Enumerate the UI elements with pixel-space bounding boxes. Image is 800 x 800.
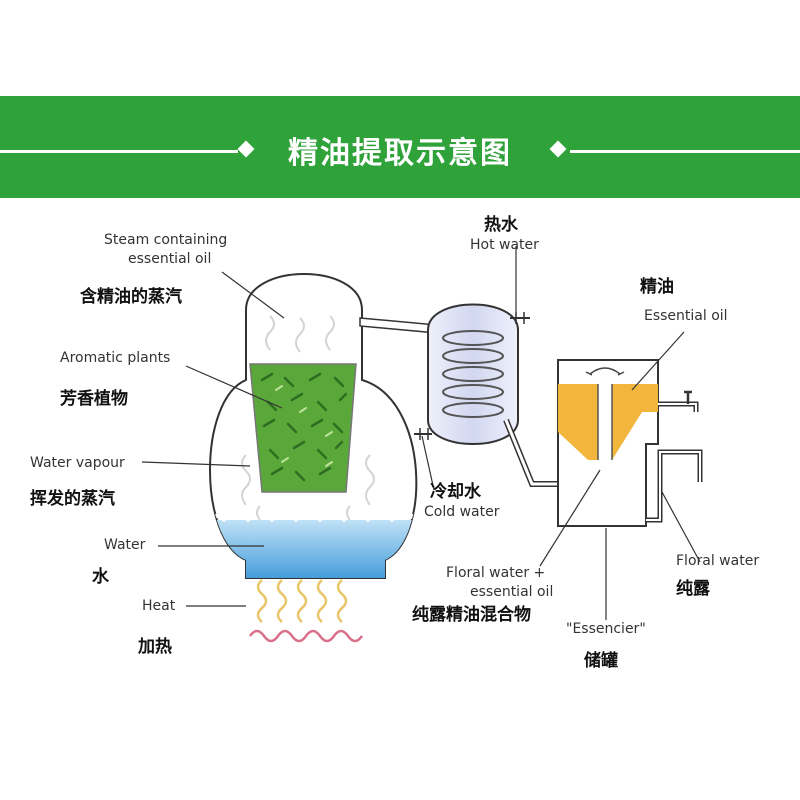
- plant-leaves: [260, 372, 348, 482]
- condenser: [414, 303, 530, 445]
- label-floral-en: Floral water: [676, 553, 760, 569]
- label-water-cn: 水: [92, 567, 109, 587]
- essencier-vessel: [557, 359, 703, 620]
- banner-rule-right: [570, 150, 800, 153]
- oil-right: [612, 384, 658, 460]
- label-water-en: Water: [104, 537, 146, 553]
- label-essencier-en: "Essencier": [566, 621, 646, 637]
- label-steam-cn: 含精油的蒸汽: [80, 287, 182, 307]
- plant-basket: [249, 363, 357, 493]
- label-cold-cn: 冷却水: [430, 482, 481, 502]
- banner-rule-left: [0, 150, 238, 153]
- label-plants-cn: 芳香植物: [60, 389, 128, 409]
- label-heat-cn: 加热: [138, 637, 172, 657]
- vapour-wisps: [241, 315, 375, 521]
- label-oil-cn: 精油: [640, 277, 674, 297]
- leader-lines: [141, 246, 701, 607]
- label-vapour-en: Water vapour: [30, 455, 125, 471]
- header-banner: [0, 96, 800, 198]
- label-heat-en: Heat: [142, 598, 176, 614]
- label-essencier-cn: 储罐: [584, 651, 618, 671]
- label-steam-en-1: Steam containing: [104, 232, 228, 248]
- label-mix-cn: 纯露精油混合物: [412, 605, 531, 625]
- label-vapour-cn: 挥发的蒸汽: [30, 489, 115, 509]
- label-floral-cn: 纯露: [676, 579, 710, 599]
- label-mix-en-2: essential oil: [470, 584, 554, 600]
- label-plants-en: Aromatic plants: [60, 350, 171, 366]
- heat-waves: [248, 579, 364, 643]
- label-steam-en-2: essential oil: [128, 251, 212, 267]
- label-cold-en: Cold water: [424, 504, 500, 520]
- label-hot-en: Hot water: [470, 237, 539, 253]
- oil-left: [558, 384, 598, 460]
- label-hot-cn: 热水: [484, 215, 518, 235]
- still-pot: [209, 273, 418, 579]
- label-mix-en-1: Floral water +: [446, 565, 546, 581]
- page-title: 精油提取示意图: [288, 136, 512, 171]
- label-oil-en: Essential oil: [644, 308, 728, 324]
